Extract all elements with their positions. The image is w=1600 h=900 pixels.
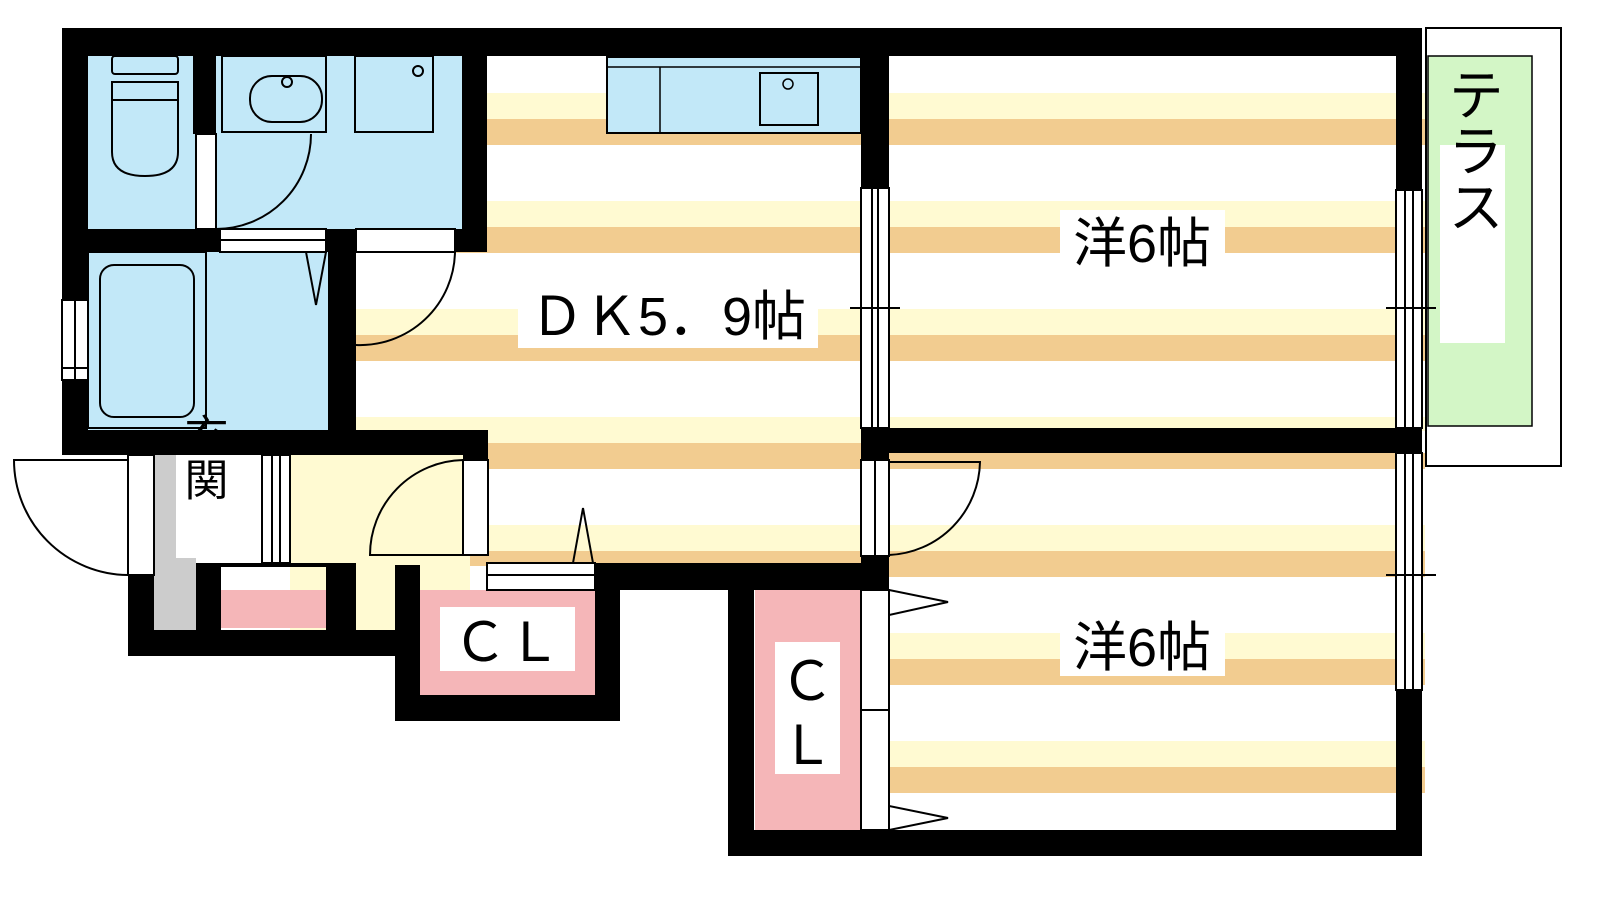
western-top-label: 洋6帖 [1073, 214, 1211, 274]
kitchen-sink [759, 72, 819, 126]
entrance-label: 玄関 [178, 413, 227, 501]
toilet-icon [111, 55, 179, 178]
closet-side-label-bottom: Ｌ [780, 716, 834, 776]
dk-label: ＤＫ5．9帖 [530, 287, 806, 347]
closet-center-label: ＣＬ [453, 613, 561, 673]
wash-basin-icon [221, 55, 327, 133]
closet-side-label-top: Ｃ [780, 652, 834, 712]
walls [62, 28, 1422, 856]
shoe-box [220, 590, 328, 628]
washing-machine-icon [354, 55, 434, 133]
fixtures [12, 133, 1436, 831]
western-bottom-label: 洋6帖 [1073, 618, 1211, 678]
bathtub-icon [87, 251, 207, 429]
terrace-label: テラス [1441, 66, 1504, 234]
kitchen-counter [606, 56, 862, 134]
